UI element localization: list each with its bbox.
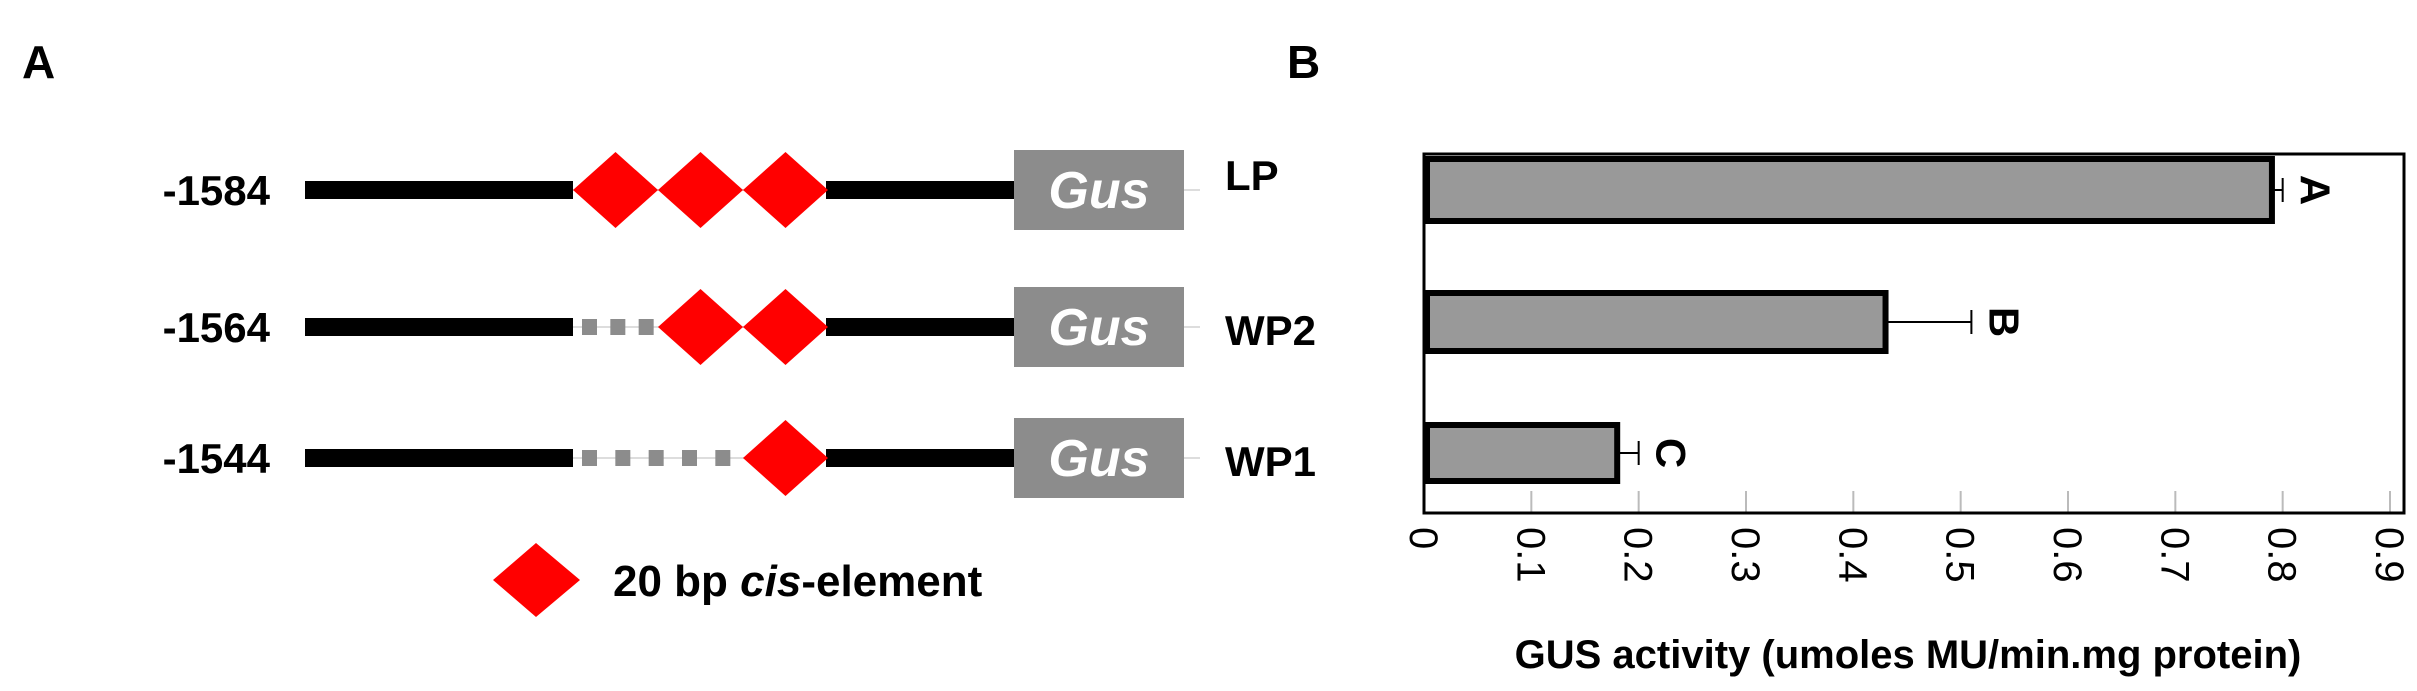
promoter-line bbox=[826, 181, 1016, 199]
promoter-line bbox=[305, 181, 573, 199]
x-tick-label: 0.7 bbox=[2152, 527, 2196, 583]
gus-label: Gus bbox=[1048, 430, 1149, 488]
construct-name: WP1 bbox=[1225, 438, 1316, 485]
bar bbox=[1424, 422, 1621, 484]
x-tick-label: 0.8 bbox=[2260, 527, 2304, 583]
deleted-element-segment bbox=[610, 319, 626, 335]
construct-name: WP2 bbox=[1225, 307, 1316, 354]
significance-letter: B bbox=[1980, 307, 2027, 337]
deleted-element-segment bbox=[582, 319, 597, 335]
significance-letter: A bbox=[2292, 175, 2339, 205]
deleted-element-segment bbox=[638, 319, 654, 335]
x-tick-label: 0.2 bbox=[1616, 527, 1660, 583]
gus-label: Gus bbox=[1048, 162, 1149, 220]
construct-row: -1564 Gus WP2 bbox=[163, 287, 1316, 367]
construct-name: LP bbox=[1225, 152, 1279, 199]
promoter-line bbox=[305, 449, 573, 467]
deleted-element-segment bbox=[582, 450, 597, 466]
gus-label: Gus bbox=[1048, 299, 1149, 357]
legend-label: 20 bp cis-element bbox=[613, 557, 983, 606]
significance-letter: C bbox=[1648, 438, 1695, 468]
construct-row: -1584 Gus LP bbox=[163, 150, 1279, 230]
construct-position: -1564 bbox=[163, 304, 271, 351]
deleted-element-segment bbox=[648, 450, 664, 466]
cis-element-icon bbox=[658, 152, 743, 228]
cis-element-icon bbox=[743, 289, 828, 365]
cis-element-legend-icon bbox=[493, 543, 580, 617]
bar-chart: 0 0.1 0.2 0.3 0.4 0.5 0.6 0.7 0.8 0.9 A B C bbox=[1401, 152, 2411, 583]
x-tick-label: 0.4 bbox=[1830, 527, 1874, 583]
x-tick-label: 0.1 bbox=[1508, 527, 1552, 583]
bar bbox=[1424, 290, 1889, 354]
promoter-line bbox=[826, 318, 1016, 336]
panel-a-label: A bbox=[22, 36, 55, 88]
construct-row: -1544 Gus WP1 bbox=[163, 418, 1316, 498]
x-tick-label: 0.5 bbox=[1938, 527, 1982, 583]
cis-element-icon bbox=[743, 420, 828, 496]
cis-element-icon bbox=[573, 152, 658, 228]
promoter-line bbox=[826, 449, 1016, 467]
deleted-element-segment bbox=[682, 450, 697, 466]
panel-b-label: B bbox=[1287, 36, 1320, 88]
construct-position: -1544 bbox=[163, 435, 271, 482]
x-tick-label: 0.3 bbox=[1723, 527, 1767, 583]
gus-reporter-box bbox=[1014, 418, 1184, 498]
gus-reporter-box bbox=[1014, 287, 1184, 367]
bar bbox=[1424, 156, 2275, 224]
x-axis-label: GUS activity (umoles MU/min.mg protein) bbox=[1515, 633, 2302, 677]
deleted-element-segment bbox=[715, 450, 731, 466]
x-tick-label: 0 bbox=[1401, 527, 1445, 549]
construct-position: -1584 bbox=[163, 167, 271, 214]
cis-element-icon bbox=[658, 289, 743, 365]
gus-reporter-box bbox=[1014, 150, 1184, 230]
x-tick-label: 0.9 bbox=[2367, 527, 2411, 583]
x-tick-label: 0.6 bbox=[2045, 527, 2089, 583]
promoter-line bbox=[305, 318, 573, 336]
deleted-element-segment bbox=[615, 450, 631, 466]
cis-element-icon bbox=[743, 152, 828, 228]
legend: 20 bp cis-element bbox=[493, 543, 983, 617]
